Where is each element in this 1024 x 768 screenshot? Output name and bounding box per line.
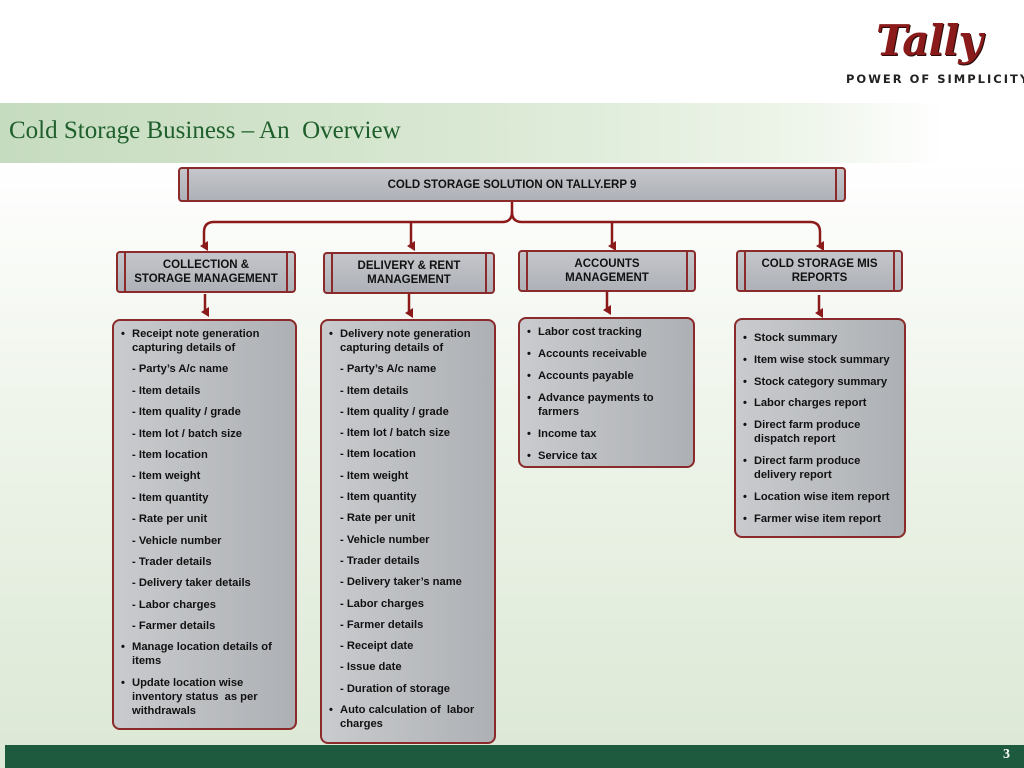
list-collection-storage: Receipt note generation capturing detail… — [112, 319, 297, 730]
bullet-item: Stock summary — [742, 331, 898, 345]
header-delivery-rent: DELIVERY & RENT MANAGEMENT — [323, 252, 495, 294]
sub-item: - Trader details — [340, 554, 420, 567]
bullet-item: Labor cost tracking — [526, 325, 687, 339]
bullet-item: Receipt note generation capturing detail… — [120, 327, 289, 355]
logo-tagline: POWER OF SIMPLICITY — [846, 72, 1024, 86]
page-title: Cold Storage Business – An Overview — [9, 117, 401, 144]
sub-item: - Item lot / batch size — [132, 427, 243, 440]
sub-item: - Rate per unit — [132, 513, 208, 526]
sub-item: - Party’s A/c name — [132, 363, 229, 376]
bullet-item: Income tax — [526, 427, 687, 441]
sub-item: - Item location — [340, 448, 416, 461]
header-line-2: MANAGEMENT — [565, 272, 649, 284]
bullet-item: Accounts receivable — [526, 347, 687, 361]
sub-item: - Labor charges — [340, 597, 424, 610]
sub-item: - Trader details — [132, 555, 212, 568]
title-band — [0, 103, 944, 163]
list-accounts: Labor cost trackingAccounts receivableAc… — [518, 317, 695, 468]
sub-item: - Rate per unit — [340, 512, 416, 525]
header-line-2: REPORTS — [791, 272, 848, 284]
sub-item: - Item weight — [132, 470, 201, 483]
sub-item: - Item quality / grade — [132, 406, 241, 419]
sub-item: - Item lot / batch size — [340, 427, 451, 440]
header-line-1: DELIVERY & RENT — [357, 260, 461, 272]
header-line-2: MANAGEMENT — [367, 274, 451, 286]
bullet-item: Auto calculation of labor charges — [328, 703, 488, 731]
sub-item: - Duration of storage — [340, 682, 451, 695]
sub-item: - Item details — [340, 384, 409, 397]
bullet-item: Accounts payable — [526, 369, 687, 383]
tally-logo: Tally POWER OF SIMPLICITY — [842, 14, 1024, 94]
sub-item: - Item weight — [340, 469, 409, 482]
header-accounts: ACCOUNTS MANAGEMENT — [518, 250, 696, 292]
sub-item: - Issue date — [340, 661, 402, 674]
sub-item: - Item quantity — [340, 491, 417, 504]
header-line-1: COLLECTION & — [162, 259, 250, 271]
sub-item: - Receipt date — [340, 640, 414, 653]
root-stem — [200, 202, 514, 251]
branch-right — [510, 211, 824, 251]
bullet-item: Update location wise inventory status as… — [120, 676, 289, 718]
logo-wordmark: Tally — [876, 16, 983, 65]
bullet-item: Item wise stock summary — [742, 353, 898, 367]
sub-item: - Delivery taker’s name — [340, 576, 462, 589]
header-collection-storage: COLLECTION & STORAGE MANAGEMENT — [116, 251, 296, 293]
sub-item: - Party’s A/c name — [340, 363, 437, 376]
sub-item: - Farmer details — [340, 618, 424, 631]
list-mis-reports: Stock summaryItem wise stock summaryStoc… — [734, 318, 906, 538]
bullet-item: Direct farm produce dispatch report — [742, 418, 898, 446]
sub-item: - Item location — [132, 448, 208, 461]
page-number: 3 — [1003, 747, 1010, 762]
sub-item: - Item quantity — [132, 491, 209, 504]
bullet-item: Manage location details of items — [120, 640, 289, 668]
bullet-item: Labor charges report — [742, 396, 898, 410]
root-node: COLD STORAGE SOLUTION ON TALLY.ERP 9 — [178, 167, 846, 202]
sub-item: - Vehicle number — [132, 534, 222, 547]
sub-item: - Item details — [132, 384, 201, 397]
bullet-item: Farmer wise item report — [742, 512, 898, 526]
bullet-item: Stock category summary — [742, 375, 898, 389]
footer-bar: 3 — [5, 745, 1024, 768]
sub-item: - Vehicle number — [340, 533, 430, 546]
bullet-item: Location wise item report — [742, 490, 898, 504]
sub-item: - Labor charges — [132, 598, 216, 611]
list-delivery-rent: Delivery note generation capturing detai… — [320, 319, 496, 744]
sub-item: - Delivery taker details — [132, 577, 251, 590]
bullet-item: Service tax — [526, 449, 687, 463]
bullet-item: Advance payments to farmers — [526, 391, 687, 419]
header-mis-reports: COLD STORAGE MIS REPORTS — [736, 250, 903, 292]
header-line-1: ACCOUNTS — [574, 258, 640, 270]
header-line-1: COLD STORAGE MIS — [761, 258, 878, 270]
header-line-2: STORAGE MANAGEMENT — [134, 273, 278, 285]
sub-item: - Farmer details — [132, 620, 216, 633]
bullet-item: Direct farm produce delivery report — [742, 454, 898, 482]
sub-item: - Item quality / grade — [340, 405, 449, 418]
bullet-item: Delivery note generation capturing detai… — [328, 327, 488, 355]
